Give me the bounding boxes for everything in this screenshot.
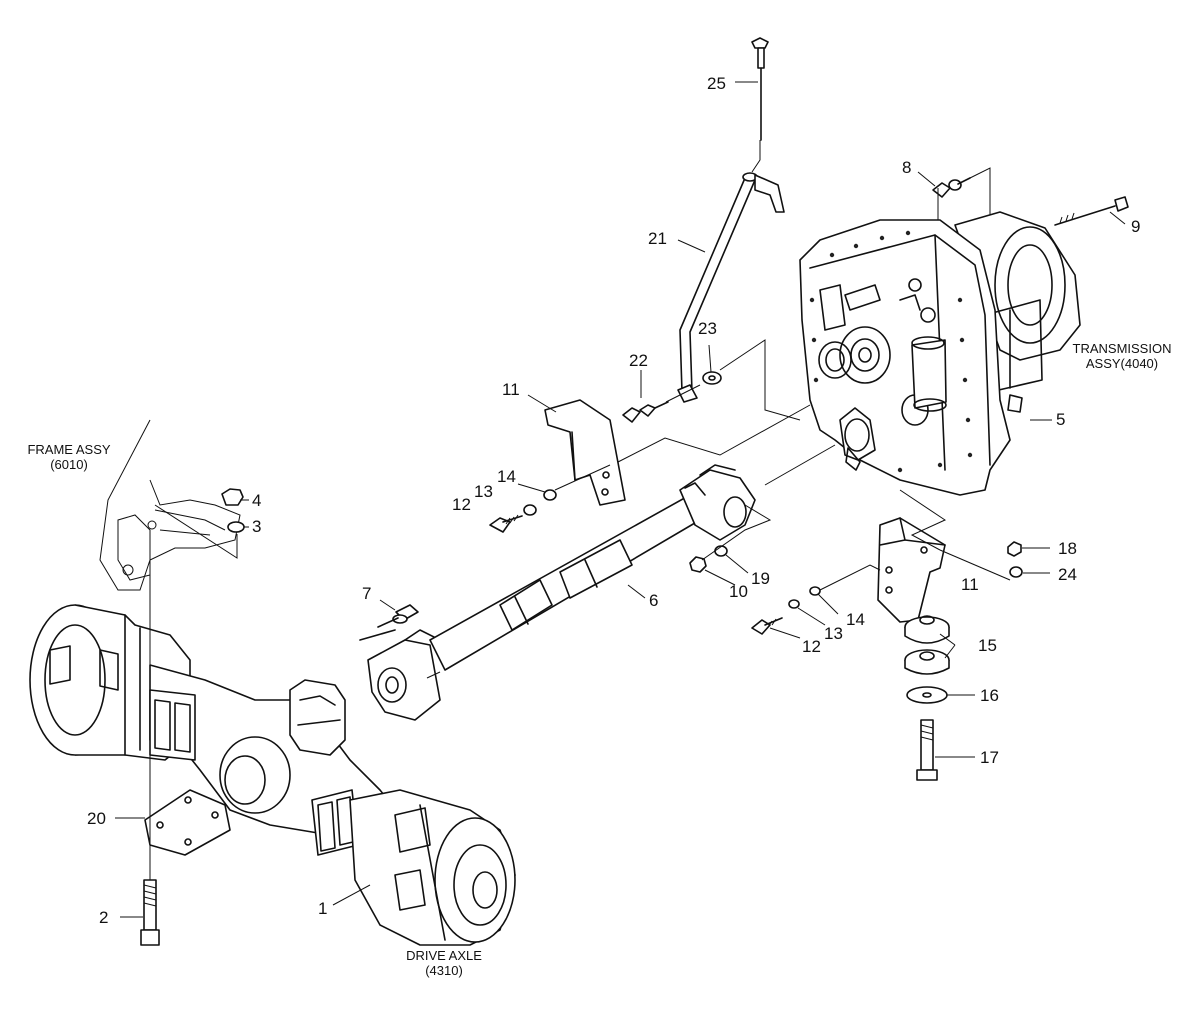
- frame-assy-part: [99, 419, 241, 591]
- callout-10: 10: [729, 582, 748, 601]
- drive-axle-caption: DRIVE AXLE (4310): [385, 948, 503, 978]
- callout-13-lower: 13: [824, 624, 843, 643]
- callout-13-upper: 13: [474, 482, 493, 501]
- upper-bracket-part: [544, 399, 626, 506]
- shim-plate-part: [144, 789, 231, 856]
- callout-21: 21: [648, 229, 667, 248]
- callout-2: 2: [99, 908, 109, 927]
- callout-17: 17: [980, 748, 999, 767]
- transmission-assy-caption: TRANSMISSION ASSY(4040): [1052, 341, 1192, 371]
- callout-12-lower: 12: [802, 637, 821, 656]
- transmission-assy-part: [799, 211, 1081, 496]
- callout-5: 5: [1056, 410, 1066, 429]
- drive-axle-part: [29, 604, 516, 946]
- mount-bolt-part: [916, 719, 938, 781]
- callout-25: 25: [707, 74, 726, 93]
- drive-axle-caption-line1: DRIVE AXLE: [406, 948, 482, 963]
- frame-nut-washer-part: [221, 488, 245, 533]
- tube-fitting-part: [622, 401, 669, 423]
- callout-15: 15: [978, 636, 997, 655]
- mount-washer-part: [906, 686, 948, 704]
- transmission-assy-caption-line1: TRANSMISSION: [1072, 341, 1172, 356]
- callout-6: 6: [649, 591, 659, 610]
- callout-23: 23: [698, 319, 717, 338]
- callout-1: 1: [318, 899, 328, 918]
- callout-24: 24: [1058, 565, 1077, 584]
- callout-7: 7: [362, 584, 372, 603]
- frame-assy-caption-line2: (6010): [50, 457, 88, 472]
- lower-bracket-part: [877, 517, 946, 623]
- lower-bolt-set-part: [751, 586, 821, 635]
- drive-axle-caption-line2: (4310): [425, 963, 463, 978]
- callout-18: 18: [1058, 539, 1077, 558]
- callout-3: 3: [252, 517, 262, 536]
- callout-16: 16: [980, 686, 999, 705]
- callout-19: 19: [751, 569, 770, 588]
- frame-assy-caption-line1: FRAME ASSY: [27, 442, 111, 457]
- transmission-assy-caption-line2: ASSY(4040): [1085, 356, 1159, 371]
- dipstick-tube-part: [677, 172, 785, 403]
- callout-14-lower: 14: [846, 610, 865, 629]
- transmission-bolts-part: [932, 177, 1129, 226]
- callout-4: 4: [252, 491, 262, 510]
- callout-12-upper: 12: [452, 495, 471, 514]
- drive-shaft-part: [359, 464, 756, 721]
- callout-9: 9: [1131, 217, 1141, 236]
- rubber-mount-part: [904, 615, 950, 675]
- callout-20: 20: [87, 809, 106, 828]
- leader-lines: [115, 81, 1126, 918]
- callout-11-upper: 11: [502, 380, 520, 399]
- frame-assy-caption: FRAME ASSY (6010): [10, 442, 128, 472]
- axle-mount-bolt-part: [140, 545, 160, 946]
- shaft-nut-washer-part: [689, 545, 728, 573]
- mount-nut-washer-part: [1007, 541, 1023, 578]
- callout-11-lower: 11: [961, 575, 979, 594]
- shaft-bolt-part: [377, 604, 419, 628]
- callout-14-upper: 14: [497, 467, 516, 486]
- callout-8: 8: [902, 158, 912, 177]
- upper-bolt-set-part: [489, 489, 557, 533]
- callout-22: 22: [629, 351, 648, 370]
- dipstick-part: [751, 37, 769, 141]
